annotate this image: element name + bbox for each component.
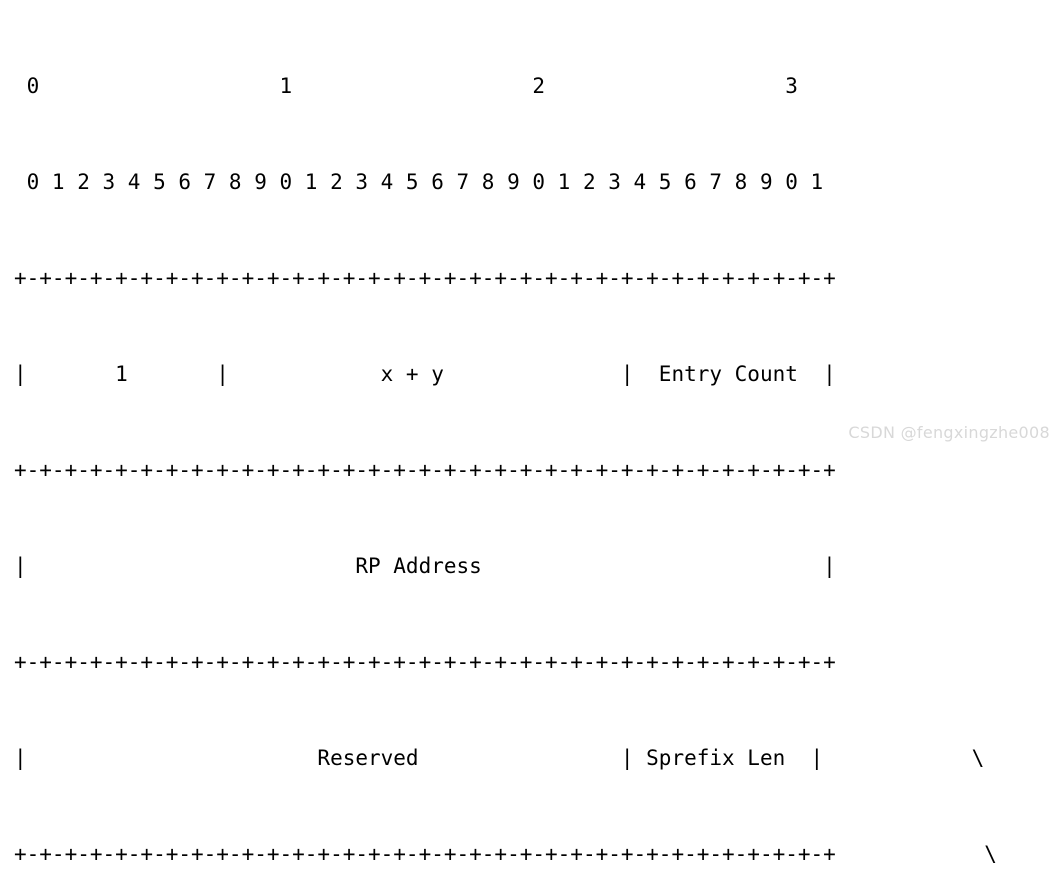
brace-pad-3 — [959, 358, 1035, 390]
brace-pad-0 — [959, 70, 1035, 102]
group-brace-annotation: \ \ ) z / / — [959, 6, 1035, 888]
brace-pad-2 — [959, 262, 1035, 294]
ascii-art-block: 0 1 2 3 0 1 2 3 4 5 6 7 8 9 0 1 2 3 4 5 … — [14, 6, 836, 888]
bit-ruler-units: 0 1 2 3 4 5 6 7 8 9 0 1 2 3 4 5 6 7 8 9 … — [14, 170, 824, 194]
brace-pad-1 — [959, 166, 1035, 198]
separator-row-3: +-+-+-+-+-+-+-+-+-+-+-+-+-+-+-+-+-+-+-+-… — [14, 842, 836, 866]
field-row-rp-address: | RP Address | — [14, 554, 836, 578]
separator-row-0: +-+-+-+-+-+-+-+-+-+-+-+-+-+-+-+-+-+-+-+-… — [14, 266, 836, 290]
field-row-reserved-sprefix: | Reserved | Sprefix Len | — [14, 746, 824, 770]
brace-pad-6 — [959, 646, 1035, 678]
bit-ruler-decades: 0 1 2 3 — [14, 74, 798, 98]
separator-row-1: +-+-+-+-+-+-+-+-+-+-+-+-+-+-+-+-+-+-+-+-… — [14, 458, 836, 482]
packet-diagram: 0 1 2 3 0 1 2 3 4 5 6 7 8 9 0 1 2 3 4 5 … — [14, 74, 1050, 866]
brace-backslash-lower: \ — [959, 842, 997, 866]
brace-pad-4 — [959, 454, 1035, 486]
brace-pad-5 — [959, 550, 1035, 582]
separator-row-2: +-+-+-+-+-+-+-+-+-+-+-+-+-+-+-+-+-+-+-+-… — [14, 650, 836, 674]
field-row-header: | 1 | x + y | Entry Count | — [14, 362, 836, 386]
brace-backslash-upper: \ — [959, 746, 985, 770]
